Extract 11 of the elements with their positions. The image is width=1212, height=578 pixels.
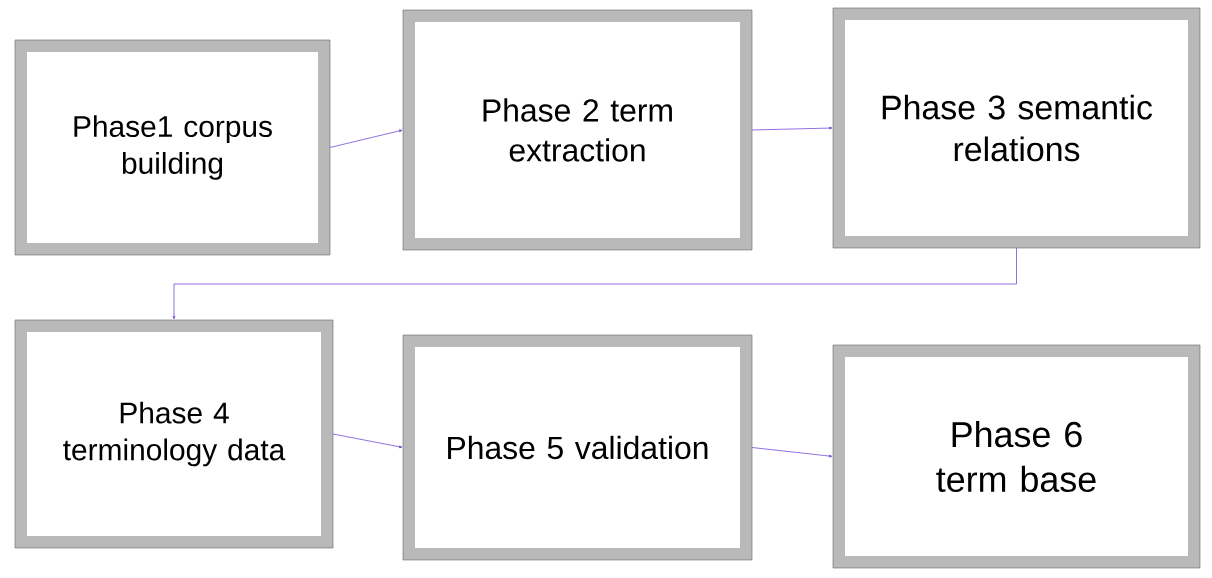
process-box: Phase 6 term base	[833, 345, 1200, 568]
process-box: Phase 4 terminology data	[15, 320, 333, 548]
arrow	[329, 129, 403, 148]
process-box: Phase 3 semantic relations	[833, 8, 1200, 248]
process-box: Phase 5 validation	[403, 335, 752, 560]
arrow	[751, 447, 833, 458]
process-box: Phase1 corpus building	[15, 40, 330, 255]
process-box: Phase 2 term extraction	[403, 10, 752, 250]
arrow	[751, 126, 833, 131]
arrow	[332, 433, 403, 449]
arrow	[172, 247, 1017, 320]
